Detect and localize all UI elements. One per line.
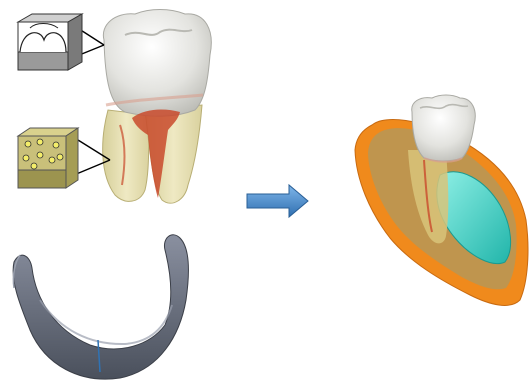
tooth-model <box>103 10 212 204</box>
result-tooth-crown <box>412 95 475 161</box>
process-arrow <box>247 185 308 217</box>
dentin-cube-inset <box>18 128 78 188</box>
mandible-model <box>13 235 188 379</box>
result-model <box>355 95 528 305</box>
enamel-cube-inset <box>18 14 82 70</box>
